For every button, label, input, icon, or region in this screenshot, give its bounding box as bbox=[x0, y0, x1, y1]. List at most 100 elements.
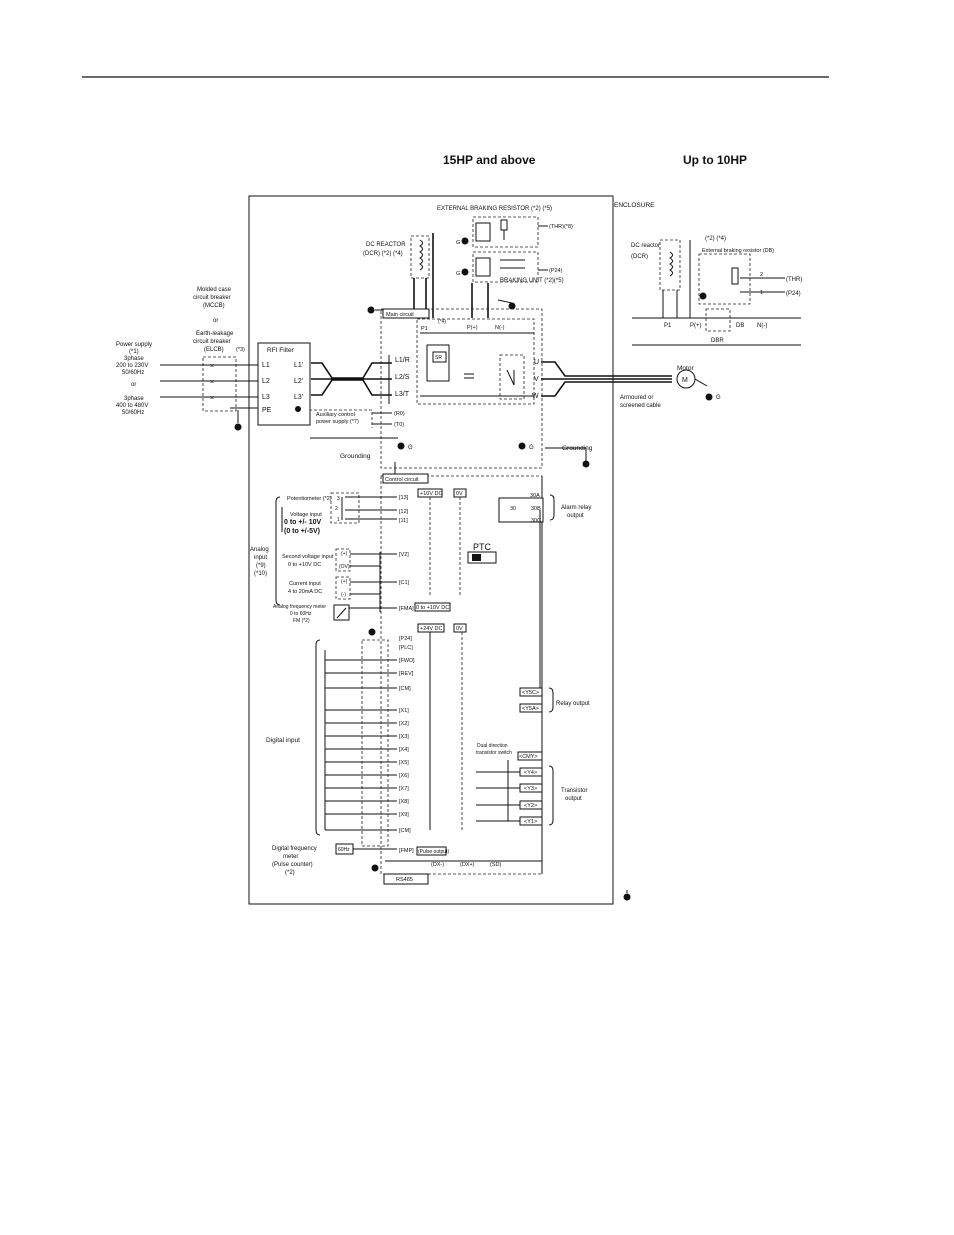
svg-text:(*9): (*9) bbox=[256, 563, 266, 569]
digital-terminals: [P24] [PLC] [FWD] [REV] [CM] [X1] [X2] [… bbox=[399, 636, 415, 834]
ext-braking-resistor-label: EXTERNAL BRAKING RESISTOR (*2) (*5) bbox=[437, 206, 552, 212]
svg-text:4 to 20mA DC: 4 to 20mA DC bbox=[288, 589, 322, 595]
svg-text:(DX+): (DX+) bbox=[460, 862, 475, 868]
svg-text:<Y2>: <Y2> bbox=[524, 803, 537, 809]
svg-text:<Y4>: <Y4> bbox=[524, 770, 537, 776]
svg-text:Voltage input: Voltage input bbox=[290, 512, 322, 518]
alarm-relay-label-1: Alarm relay bbox=[561, 505, 591, 511]
svg-text:×: × bbox=[210, 395, 214, 402]
svg-text:(R0): (R0) bbox=[394, 411, 405, 417]
main-circuit-label: Main circuit bbox=[386, 312, 414, 318]
svg-text:meter: meter bbox=[283, 854, 298, 860]
terminal-w: W bbox=[532, 393, 539, 400]
cable-label-1: Armoured or bbox=[620, 395, 653, 401]
svg-text:1: 1 bbox=[760, 290, 763, 296]
svg-text:30A: 30A bbox=[530, 493, 540, 499]
svg-text:[X8]: [X8] bbox=[399, 799, 409, 805]
svg-text:3phase: 3phase bbox=[124, 356, 144, 362]
svg-text:2: 2 bbox=[760, 272, 763, 278]
svg-text:3phase: 3phase bbox=[124, 396, 144, 402]
svg-text:[X6]: [X6] bbox=[399, 773, 409, 779]
ground-icon-far-right bbox=[582, 460, 590, 468]
ground-icon-main-right bbox=[518, 442, 526, 450]
svg-text:[13]: [13] bbox=[399, 495, 409, 501]
svg-text:30: 30 bbox=[510, 506, 516, 512]
svg-text:DB: DB bbox=[736, 323, 744, 329]
svg-text:[11]: [11] bbox=[399, 518, 408, 524]
svg-text:or: or bbox=[131, 382, 136, 388]
svg-text:L1: L1 bbox=[262, 362, 270, 369]
svg-text:Second voltage input: Second voltage input bbox=[282, 554, 334, 560]
title-15hp: 15HP and above bbox=[443, 153, 536, 167]
svg-text:2: 2 bbox=[335, 506, 338, 512]
enclosure-label: ENCLOSURE bbox=[614, 202, 655, 209]
relay-output-label: Relay output bbox=[556, 701, 590, 707]
svg-text:(P24): (P24) bbox=[786, 291, 801, 297]
dc-reactor-label-1: DC REACTOR bbox=[366, 242, 406, 248]
svg-text:(DX-): (DX-) bbox=[431, 862, 444, 868]
svg-text:<Y5A>: <Y5A> bbox=[522, 706, 539, 712]
svg-text:G: G bbox=[408, 445, 413, 451]
svg-text:L3': L3' bbox=[294, 394, 303, 401]
svg-text:×: × bbox=[210, 379, 214, 386]
svg-text:(*1): (*1) bbox=[129, 349, 139, 355]
svg-text:P(+): P(+) bbox=[690, 323, 702, 329]
svg-text:Analog frequency meter: Analog frequency meter bbox=[273, 604, 326, 610]
svg-text:P1: P1 bbox=[664, 323, 672, 329]
svg-text:[X4]: [X4] bbox=[399, 747, 409, 753]
svg-text:<Y3>: <Y3> bbox=[524, 786, 537, 792]
svg-text:Auxiliary control: Auxiliary control bbox=[316, 412, 355, 418]
ground-icon-breaker bbox=[234, 423, 242, 431]
svg-text:(THR): (THR) bbox=[786, 277, 802, 283]
svg-text:×: × bbox=[210, 363, 214, 370]
svg-text:L2': L2' bbox=[294, 378, 303, 385]
svg-text:[X9]: [X9] bbox=[399, 812, 409, 818]
svg-text:0 to +/- 10V: 0 to +/- 10V bbox=[284, 519, 321, 526]
svg-text:[FMP]: [FMP] bbox=[399, 848, 414, 854]
svg-text:power supply (*7): power supply (*7) bbox=[316, 419, 359, 425]
svg-text:[X2]: [X2] bbox=[399, 721, 409, 727]
svg-text:(*10): (*10) bbox=[254, 571, 267, 577]
svg-text:Earth-leakage: Earth-leakage bbox=[196, 331, 234, 337]
ptc-box bbox=[467, 551, 497, 564]
svg-text:(*3): (*3) bbox=[236, 347, 245, 353]
ptc-label: PTC bbox=[473, 542, 492, 552]
svg-text:60Hz: 60Hz bbox=[338, 847, 350, 853]
motor-label: Motor bbox=[677, 365, 694, 372]
svg-text:[PLC]: [PLC] bbox=[399, 645, 413, 651]
svg-text:circuit breaker: circuit breaker bbox=[193, 339, 231, 345]
svg-text:L1': L1' bbox=[294, 362, 303, 369]
ground-icon-top2 bbox=[461, 268, 469, 276]
svg-text:[X3]: [X3] bbox=[399, 734, 409, 740]
svg-text:[12]: [12] bbox=[399, 509, 409, 515]
grounding-right-label: Grounding bbox=[562, 445, 593, 452]
ground-icon-analog bbox=[368, 628, 376, 636]
svg-text:G: G bbox=[456, 271, 460, 277]
svg-text:FM (*2): FM (*2) bbox=[293, 618, 310, 624]
svg-text:200 to 230V: 200 to 230V bbox=[116, 363, 148, 369]
svg-text:(OV): (OV) bbox=[339, 564, 350, 570]
svg-text:Current input: Current input bbox=[289, 581, 321, 587]
svg-text:<CMY>: <CMY> bbox=[519, 754, 538, 760]
braking-unit-label: BRAKING UNIT (*2)(*5) bbox=[500, 278, 564, 284]
svg-text:Power supply: Power supply bbox=[116, 342, 152, 348]
svg-text:G: G bbox=[529, 445, 534, 451]
enclosure-frame bbox=[248, 195, 614, 905]
enclosure-ground-icon bbox=[623, 890, 631, 901]
alarm-relay-box bbox=[498, 497, 544, 523]
terminal-l1r: L1/R bbox=[395, 357, 410, 364]
svg-text:(Pulse output): (Pulse output) bbox=[418, 849, 449, 855]
dc-reactor-label-2: (DCR) (*2) (*4) bbox=[363, 251, 403, 257]
transistor-output-label-1: Transistor bbox=[561, 788, 587, 794]
ground-icon-main-left bbox=[397, 442, 405, 450]
svg-text:[FMA]: [FMA] bbox=[399, 606, 414, 612]
svg-text:N(-): N(-) bbox=[757, 323, 767, 329]
svg-text:L2: L2 bbox=[262, 378, 270, 385]
svg-text:50/60Hz: 50/60Hz bbox=[122, 370, 144, 376]
terminal-l3t: L3/T bbox=[395, 391, 410, 398]
svg-text:(+): (+) bbox=[341, 551, 348, 557]
cable-label-2: screened cable bbox=[620, 403, 661, 409]
svg-text:[CM]: [CM] bbox=[399, 828, 411, 834]
ground-icon-top1 bbox=[461, 237, 469, 245]
